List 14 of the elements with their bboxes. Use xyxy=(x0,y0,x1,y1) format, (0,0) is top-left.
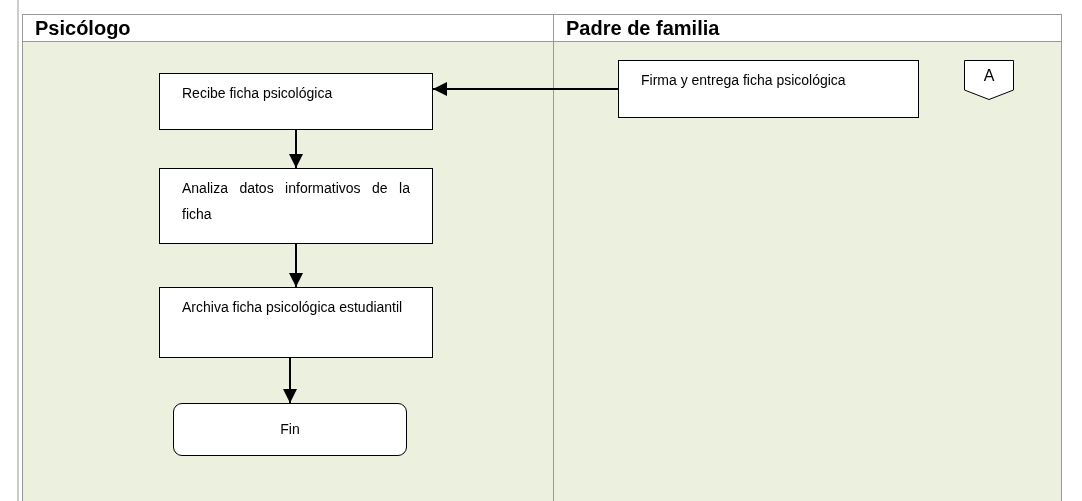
process-box: Archiva ficha psicológica estudiantil xyxy=(159,287,433,358)
off-page-connector: A xyxy=(964,60,1014,100)
arrow xyxy=(432,82,619,96)
terminal-box: Fin xyxy=(173,403,407,456)
process-box: Analiza datos informativos de la ficha xyxy=(159,168,433,244)
arrow xyxy=(289,243,303,288)
lane-header: Psicólogo xyxy=(23,14,553,42)
swimlane xyxy=(553,14,1062,501)
arrow xyxy=(289,129,303,169)
lane-header: Padre de familia xyxy=(554,14,1061,42)
swimlane xyxy=(22,14,554,501)
process-box: Recibe ficha psicológica xyxy=(159,73,433,130)
process-box: Firma y entrega ficha psicológica xyxy=(618,60,919,118)
arrow xyxy=(283,357,297,404)
